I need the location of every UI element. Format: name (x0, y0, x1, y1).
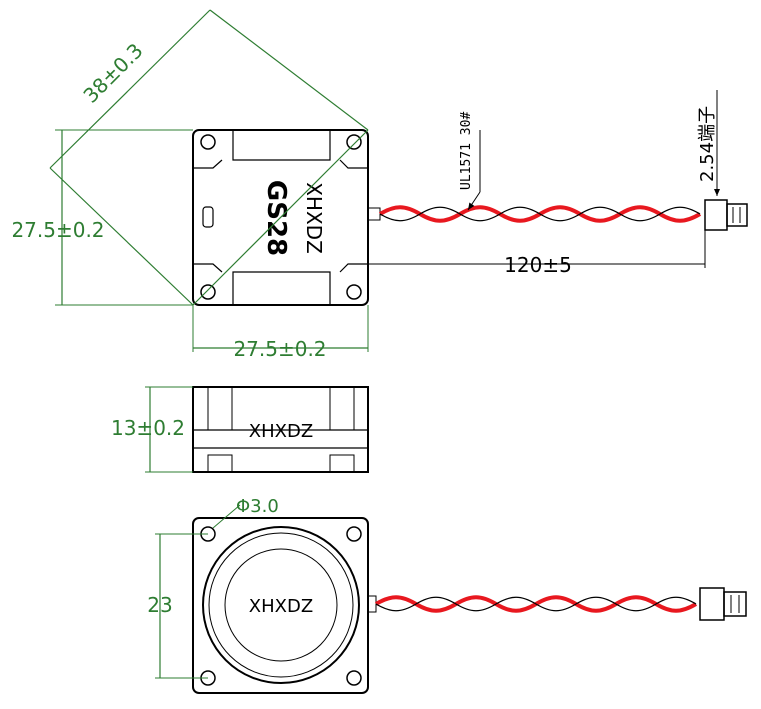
bottom-view-brand: XHXDZ (249, 596, 313, 617)
bottom-width-dimension: 27.5±0.2 (192, 305, 369, 361)
thickness-label: 13±0.2 (111, 416, 185, 440)
wire-length-label: 120±5 (504, 253, 572, 277)
top-wire (378, 199, 748, 231)
top-view-brand: XHXDZ (302, 182, 326, 254)
top-view-model: GS28 (261, 180, 291, 256)
hole-spacing-label: 23 (147, 593, 172, 617)
mount-hole-icon (200, 134, 216, 150)
wire-spec-label: UL1571 30# (459, 112, 474, 190)
connector-icon (704, 199, 728, 231)
mount-hole-icon (346, 670, 362, 686)
terminal-callout: 2.54端子 (697, 90, 720, 196)
left-height-dimension: 27.5±0.2 (11, 129, 193, 306)
left-height-label: 27.5±0.2 (11, 218, 104, 242)
bottom-wire (367, 587, 747, 621)
bottom-width-label: 27.5±0.2 (233, 337, 326, 361)
side-view: XHXDZ (192, 386, 369, 473)
side-view-brand: XHXDZ (249, 421, 313, 442)
speaker-cone-inner (224, 548, 338, 662)
terminal-label: 2.54端子 (697, 106, 718, 182)
diagonal-dimension: 38±0.3 (49, 9, 369, 306)
hole-diameter-label: Φ3.0 (236, 496, 279, 517)
connector-icon (699, 587, 725, 621)
mount-hole-icon (346, 284, 362, 300)
mount-hole-icon (346, 134, 362, 150)
bottom-view: XHXDZ (192, 517, 369, 694)
speaker-cone-outer (202, 526, 360, 684)
wire-callout: UL1571 30# (459, 112, 481, 211)
diagonal-label: 38±0.3 (78, 38, 147, 107)
hole-spacing-dimension: 23 (147, 533, 208, 679)
mount-hole-icon (346, 526, 362, 542)
wire-length-dimension: 120±5 (368, 228, 706, 277)
thickness-dimension: 13±0.2 (111, 386, 193, 473)
top-view: XHXDZ GS28 (192, 129, 381, 306)
mount-hole-icon (200, 284, 216, 300)
hole-diameter-dimension: Φ3.0 (212, 496, 279, 529)
